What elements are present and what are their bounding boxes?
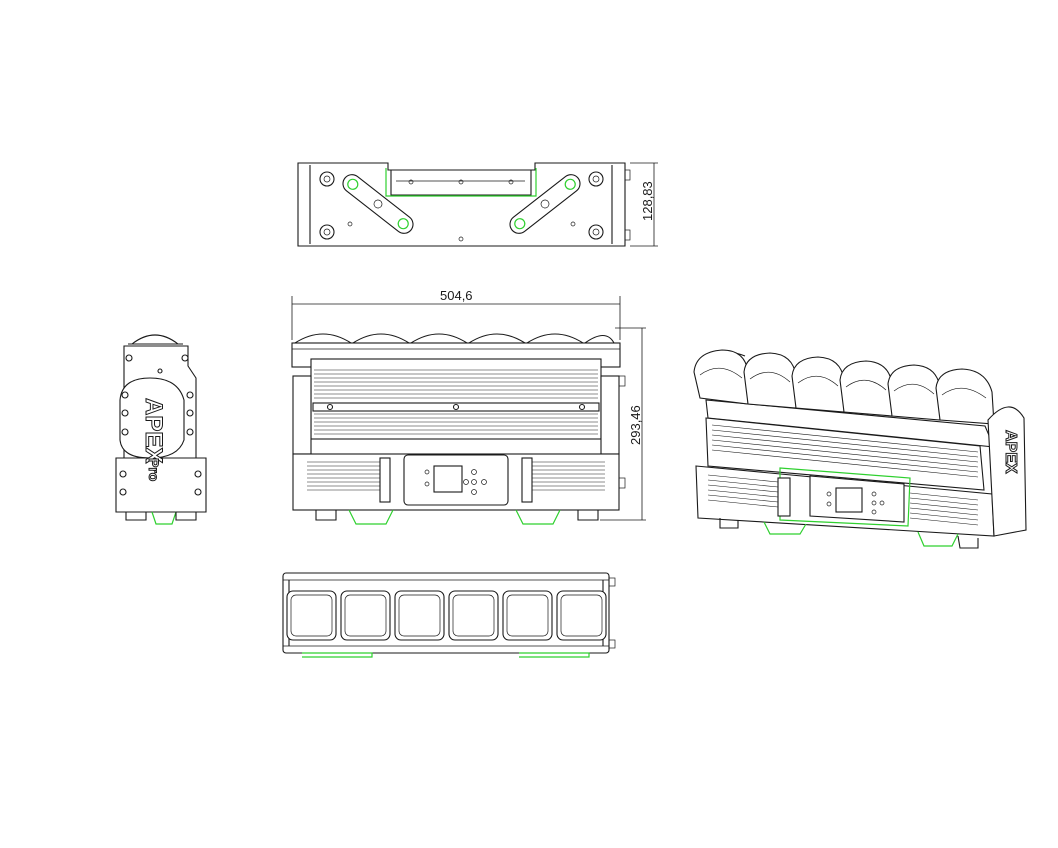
- perspective-logo-apex: APEX: [1002, 430, 1019, 474]
- side-view: APEX Pro: [115, 334, 207, 525]
- logo-apex: APEX: [140, 398, 167, 463]
- perspective-view: APEX: [693, 349, 1027, 549]
- top-view: 128,83: [297, 162, 658, 247]
- depth-dimension-label: 128,83: [640, 181, 655, 221]
- logo-pro: Pro: [146, 458, 162, 481]
- bottom-view: [282, 572, 616, 658]
- front-view: 504,6 293,46: [291, 288, 646, 525]
- width-dimension-label: 504,6: [440, 288, 473, 303]
- height-dimension-label: 293,46: [628, 405, 643, 445]
